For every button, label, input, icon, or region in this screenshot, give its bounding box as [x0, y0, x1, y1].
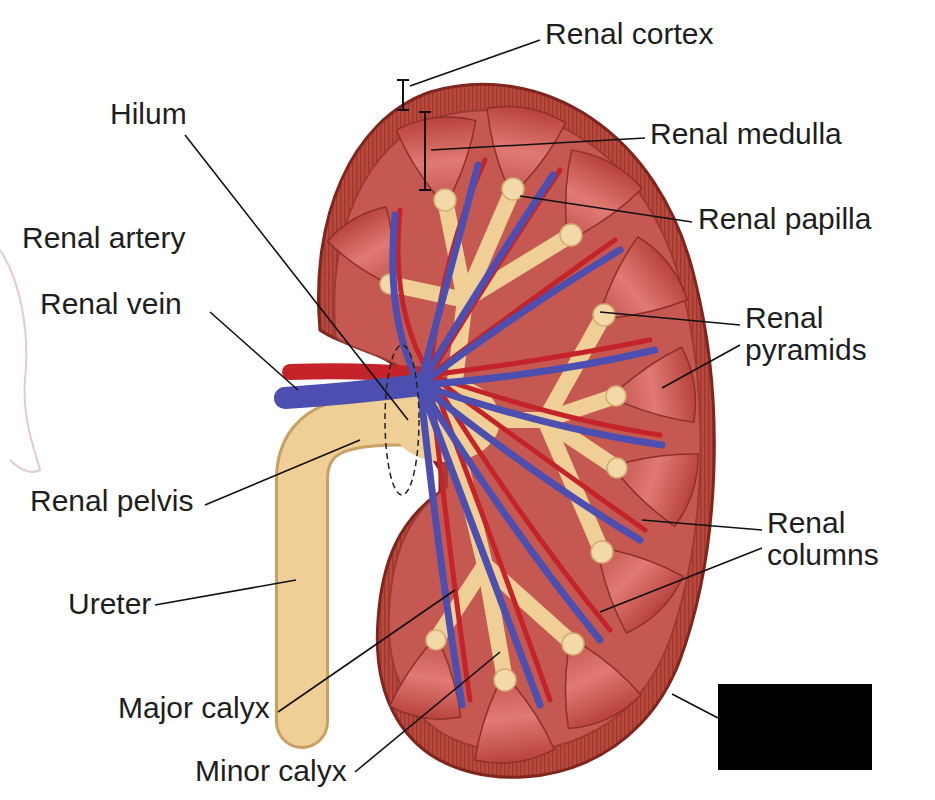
renal-artery [290, 160, 660, 700]
part-label: Renal papilla [698, 203, 871, 235]
part-label: Renal vein [40, 288, 182, 320]
part-label: Renal artery [22, 222, 185, 254]
thickness-brackets [397, 80, 431, 190]
part-label: Ureter [68, 588, 151, 620]
part-label: Major calyx [118, 692, 270, 724]
part-label: Minor calyx [195, 755, 347, 787]
part-label: Renal columns [767, 507, 917, 571]
part-label: Renal pelvis [30, 485, 193, 517]
part-label: Renal cortex [545, 18, 713, 50]
renal-vein [285, 165, 662, 705]
part-label: Renal medulla [650, 118, 842, 150]
hilum-outline [385, 345, 419, 495]
part-label: Renal pyramids [745, 302, 895, 366]
body-figure [0, 250, 40, 472]
part-label: Hilum [110, 98, 187, 130]
collecting-system [302, 178, 627, 722]
redaction-box [718, 684, 872, 770]
